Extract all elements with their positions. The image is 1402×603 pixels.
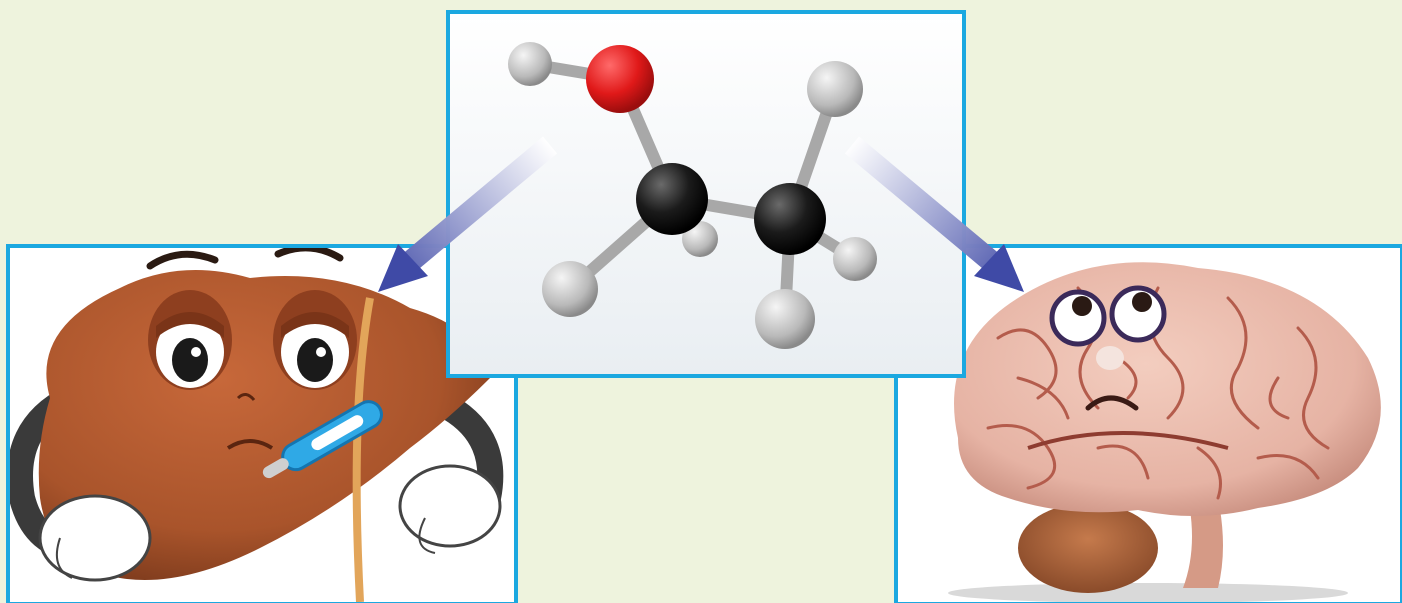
worried-brain-illustration [898, 248, 1400, 602]
sick-liver-illustration [10, 248, 514, 602]
liver-panel [6, 244, 518, 603]
hydrogen-atom [542, 261, 598, 317]
hydrogen-atom [833, 237, 877, 281]
oxygen-atom [586, 45, 654, 113]
ethanol-molecule-model [450, 14, 962, 374]
carbon-atom [636, 163, 708, 235]
ethanol-molecule-panel [446, 10, 966, 378]
carbon-atom [754, 183, 826, 255]
hydrogen-atom [508, 42, 552, 86]
hydrogen-atom [755, 289, 815, 349]
brain-panel [894, 244, 1402, 603]
hydrogen-atom [807, 61, 863, 117]
